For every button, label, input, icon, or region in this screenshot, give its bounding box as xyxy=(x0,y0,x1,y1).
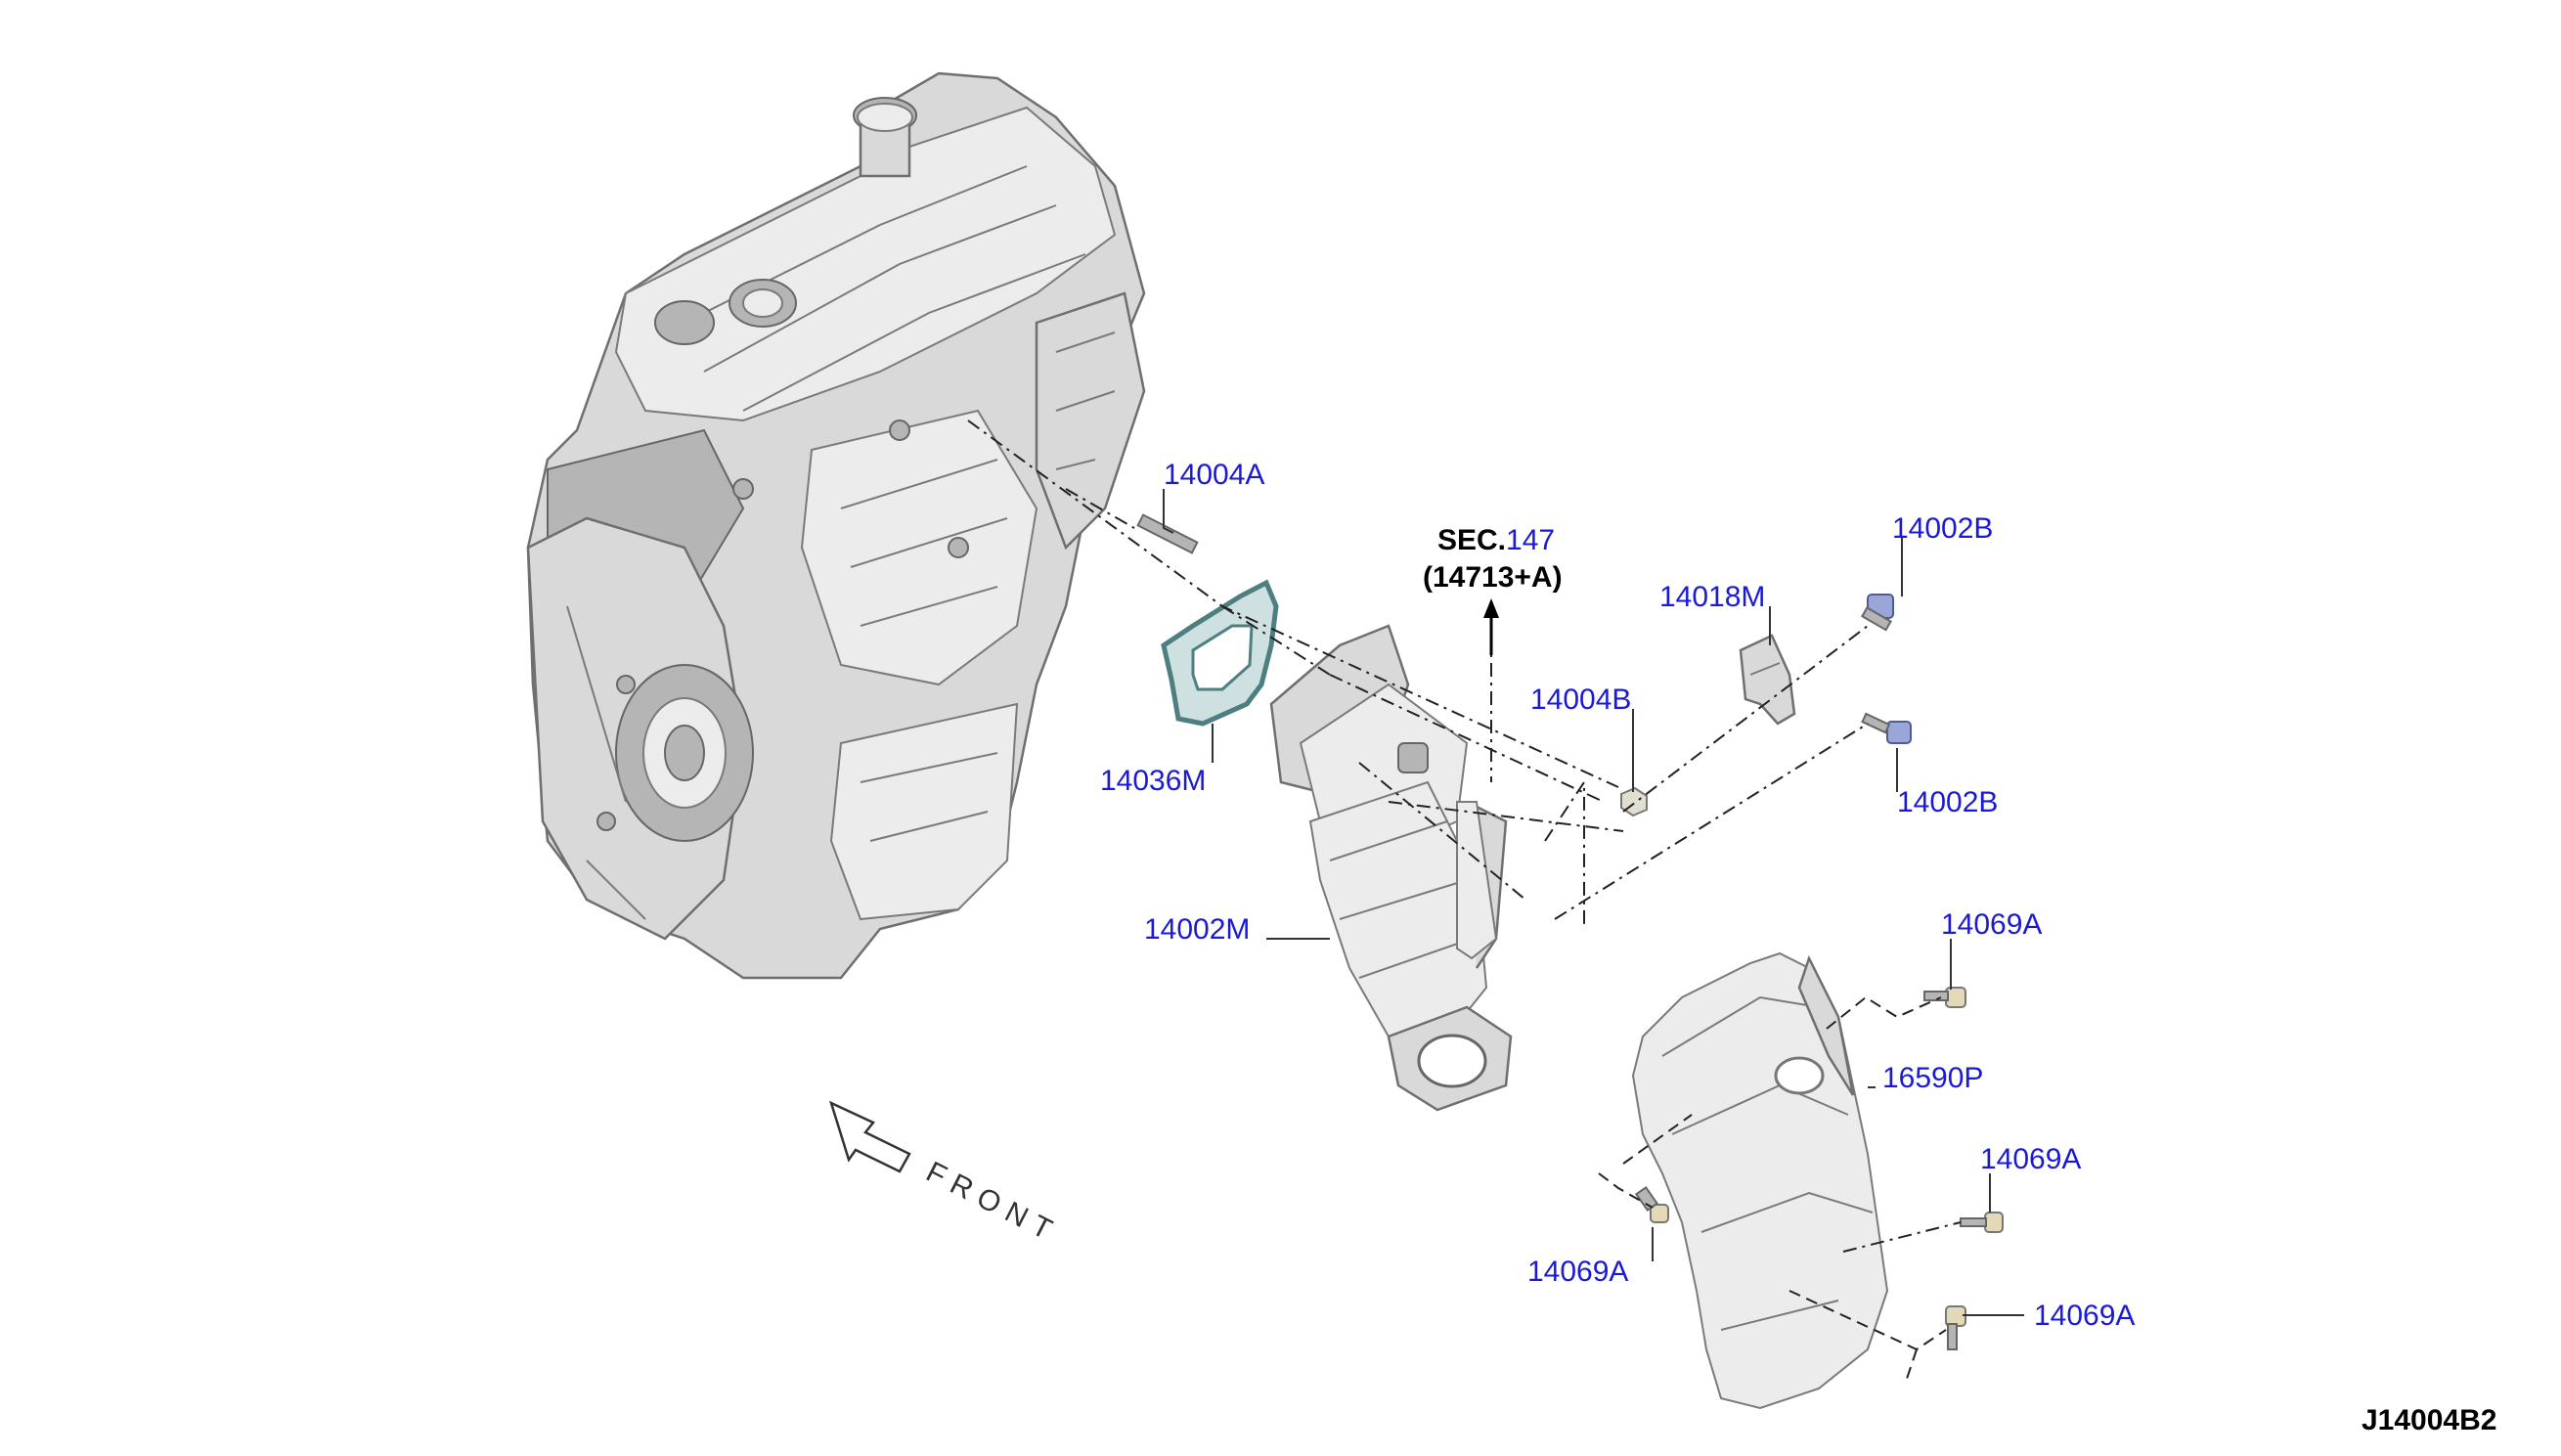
bolt-14002b-top xyxy=(1860,594,1894,632)
front-label: FRONT xyxy=(921,1156,1065,1251)
part-label-14002b-bottom[interactable]: 14002B xyxy=(1897,786,1998,818)
section-sub-reference: (14713+A) xyxy=(1423,561,1563,594)
front-arrow-icon xyxy=(828,1100,911,1173)
engine-block-illustration xyxy=(526,71,1146,980)
section-number[interactable]: 147 xyxy=(1506,524,1555,556)
front-direction-indicator: FRONT xyxy=(828,1100,1065,1251)
section-reference-arrow xyxy=(1483,598,1499,655)
part-labels: 14004A 14036M 14002M 14018M 14002B 14002… xyxy=(1100,459,2496,1436)
heat-shield-16590p xyxy=(1631,951,1889,1410)
part-label-14018m[interactable]: 14018M xyxy=(1659,581,1765,613)
part-label-16590p[interactable]: 16590P xyxy=(1882,1062,1983,1094)
assembly-lines xyxy=(967,419,1962,1380)
section-reference-label[interactable]: SEC.147 xyxy=(1437,524,1555,556)
gasket-14036m xyxy=(1161,579,1279,727)
bolt-14069a-3 xyxy=(1634,1185,1669,1223)
bolt-14069a-1 xyxy=(1923,987,1966,1008)
part-label-14036m[interactable]: 14036M xyxy=(1100,765,1206,797)
leader-lines xyxy=(1163,489,2024,1316)
bracket-14018m xyxy=(1739,634,1796,726)
part-label-14069a-1[interactable]: 14069A xyxy=(1941,908,2042,941)
part-label-14069a-2[interactable]: 14069A xyxy=(1980,1143,2081,1175)
exhaust-manifold-catalyst-14002m xyxy=(1269,624,1513,1112)
bolt-14002b-bottom xyxy=(1861,712,1912,744)
part-label-14002b-top[interactable]: 14002B xyxy=(1892,512,1993,545)
part-label-14069a-3[interactable]: 14069A xyxy=(1527,1256,1628,1288)
part-label-14069a-4[interactable]: 14069A xyxy=(2034,1300,2135,1332)
section-prefix: SEC. xyxy=(1437,524,1506,556)
bolt-14069a-2 xyxy=(1960,1212,2004,1233)
part-label-14004a[interactable]: 14004A xyxy=(1164,459,1264,491)
part-label-14004b[interactable]: 14004B xyxy=(1530,684,1631,716)
diagram-reference-code: J14004B2 xyxy=(2362,1404,2496,1436)
part-label-14002m[interactable]: 14002M xyxy=(1144,913,1250,946)
stud-14004a xyxy=(1136,513,1199,554)
bolt-14069a-4 xyxy=(1945,1305,1966,1350)
